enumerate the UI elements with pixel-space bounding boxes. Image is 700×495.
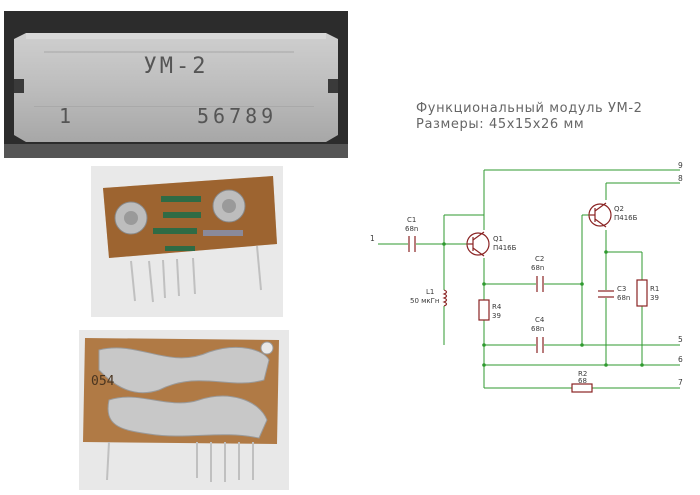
svg-text:Q2: Q2 xyxy=(614,205,624,213)
capacitor-c4: C4 68n xyxy=(531,316,545,353)
capacitor-c2: C2 68n xyxy=(531,255,544,292)
svg-text:C3: C3 xyxy=(617,285,626,293)
module-can-photo: УМ-2 1 56789 xyxy=(4,11,348,158)
wires xyxy=(378,169,680,389)
resistor-r2: R2 68 xyxy=(571,370,593,393)
pin-labels: 1 5 6 7 8 9 xyxy=(370,161,683,387)
svg-text:50 мкГн: 50 мкГн xyxy=(410,297,440,305)
svg-text:68n: 68n xyxy=(617,294,630,302)
pin-7-label: 7 xyxy=(678,378,683,387)
pin-8-label: 8 xyxy=(678,174,683,183)
pin-5-label: 5 xyxy=(678,335,683,344)
svg-text:C4: C4 xyxy=(535,316,545,324)
module-serial-left: 1 xyxy=(59,104,71,128)
module-serial-right: 56789 xyxy=(197,104,277,128)
capacitor-c3: C3 68n xyxy=(598,285,630,302)
svg-text:R4: R4 xyxy=(492,303,502,311)
svg-text:R2: R2 xyxy=(578,370,587,378)
resistor-r4: R4 39 xyxy=(478,299,502,321)
svg-text:R1: R1 xyxy=(650,285,659,293)
junctions xyxy=(442,242,644,367)
pin-9-label: 9 xyxy=(678,161,683,170)
svg-text:П416Б: П416Б xyxy=(614,214,638,222)
svg-text:68n: 68n xyxy=(531,264,544,272)
resistor-r1: R1 39 xyxy=(636,279,659,307)
pcb-components-photo xyxy=(91,166,283,317)
svg-text:C2: C2 xyxy=(535,255,544,263)
pin-6-label: 6 xyxy=(678,355,683,364)
transistor-q2: Q2 П416Б xyxy=(588,202,638,228)
circuit-schematic: C1 68n Q1 П416Б Q2 П416Б C2 xyxy=(370,161,683,393)
title-line-1: Функциональный модуль УМ-2 xyxy=(416,101,643,116)
pcb-solder-photo: 054 xyxy=(79,330,289,490)
pin-1-label: 1 xyxy=(370,234,375,243)
diagram-title: Функциональный модуль УМ-2 Размеры: 45x1… xyxy=(416,101,643,133)
svg-text:L1: L1 xyxy=(426,288,434,296)
svg-text:Q1: Q1 xyxy=(493,235,503,243)
capacitor-c1: C1 68n xyxy=(405,216,418,252)
title-line-2: Размеры: 45x15x26 мм xyxy=(416,117,585,132)
svg-text:68n: 68n xyxy=(531,325,544,333)
transistor-q1: Q1 П416Б xyxy=(466,231,517,257)
inductor-l1: L1 50 мкГн xyxy=(410,288,448,307)
svg-text:39: 39 xyxy=(650,294,659,302)
svg-text:П416Б: П416Б xyxy=(493,244,517,252)
resistor-r2-value: 68 xyxy=(578,377,587,385)
svg-text:C1: C1 xyxy=(407,216,416,224)
pcb-marking: 054 xyxy=(91,374,115,389)
svg-text:39: 39 xyxy=(492,312,501,320)
svg-text:68n: 68n xyxy=(405,225,418,233)
module-marking: УМ-2 xyxy=(144,54,209,79)
